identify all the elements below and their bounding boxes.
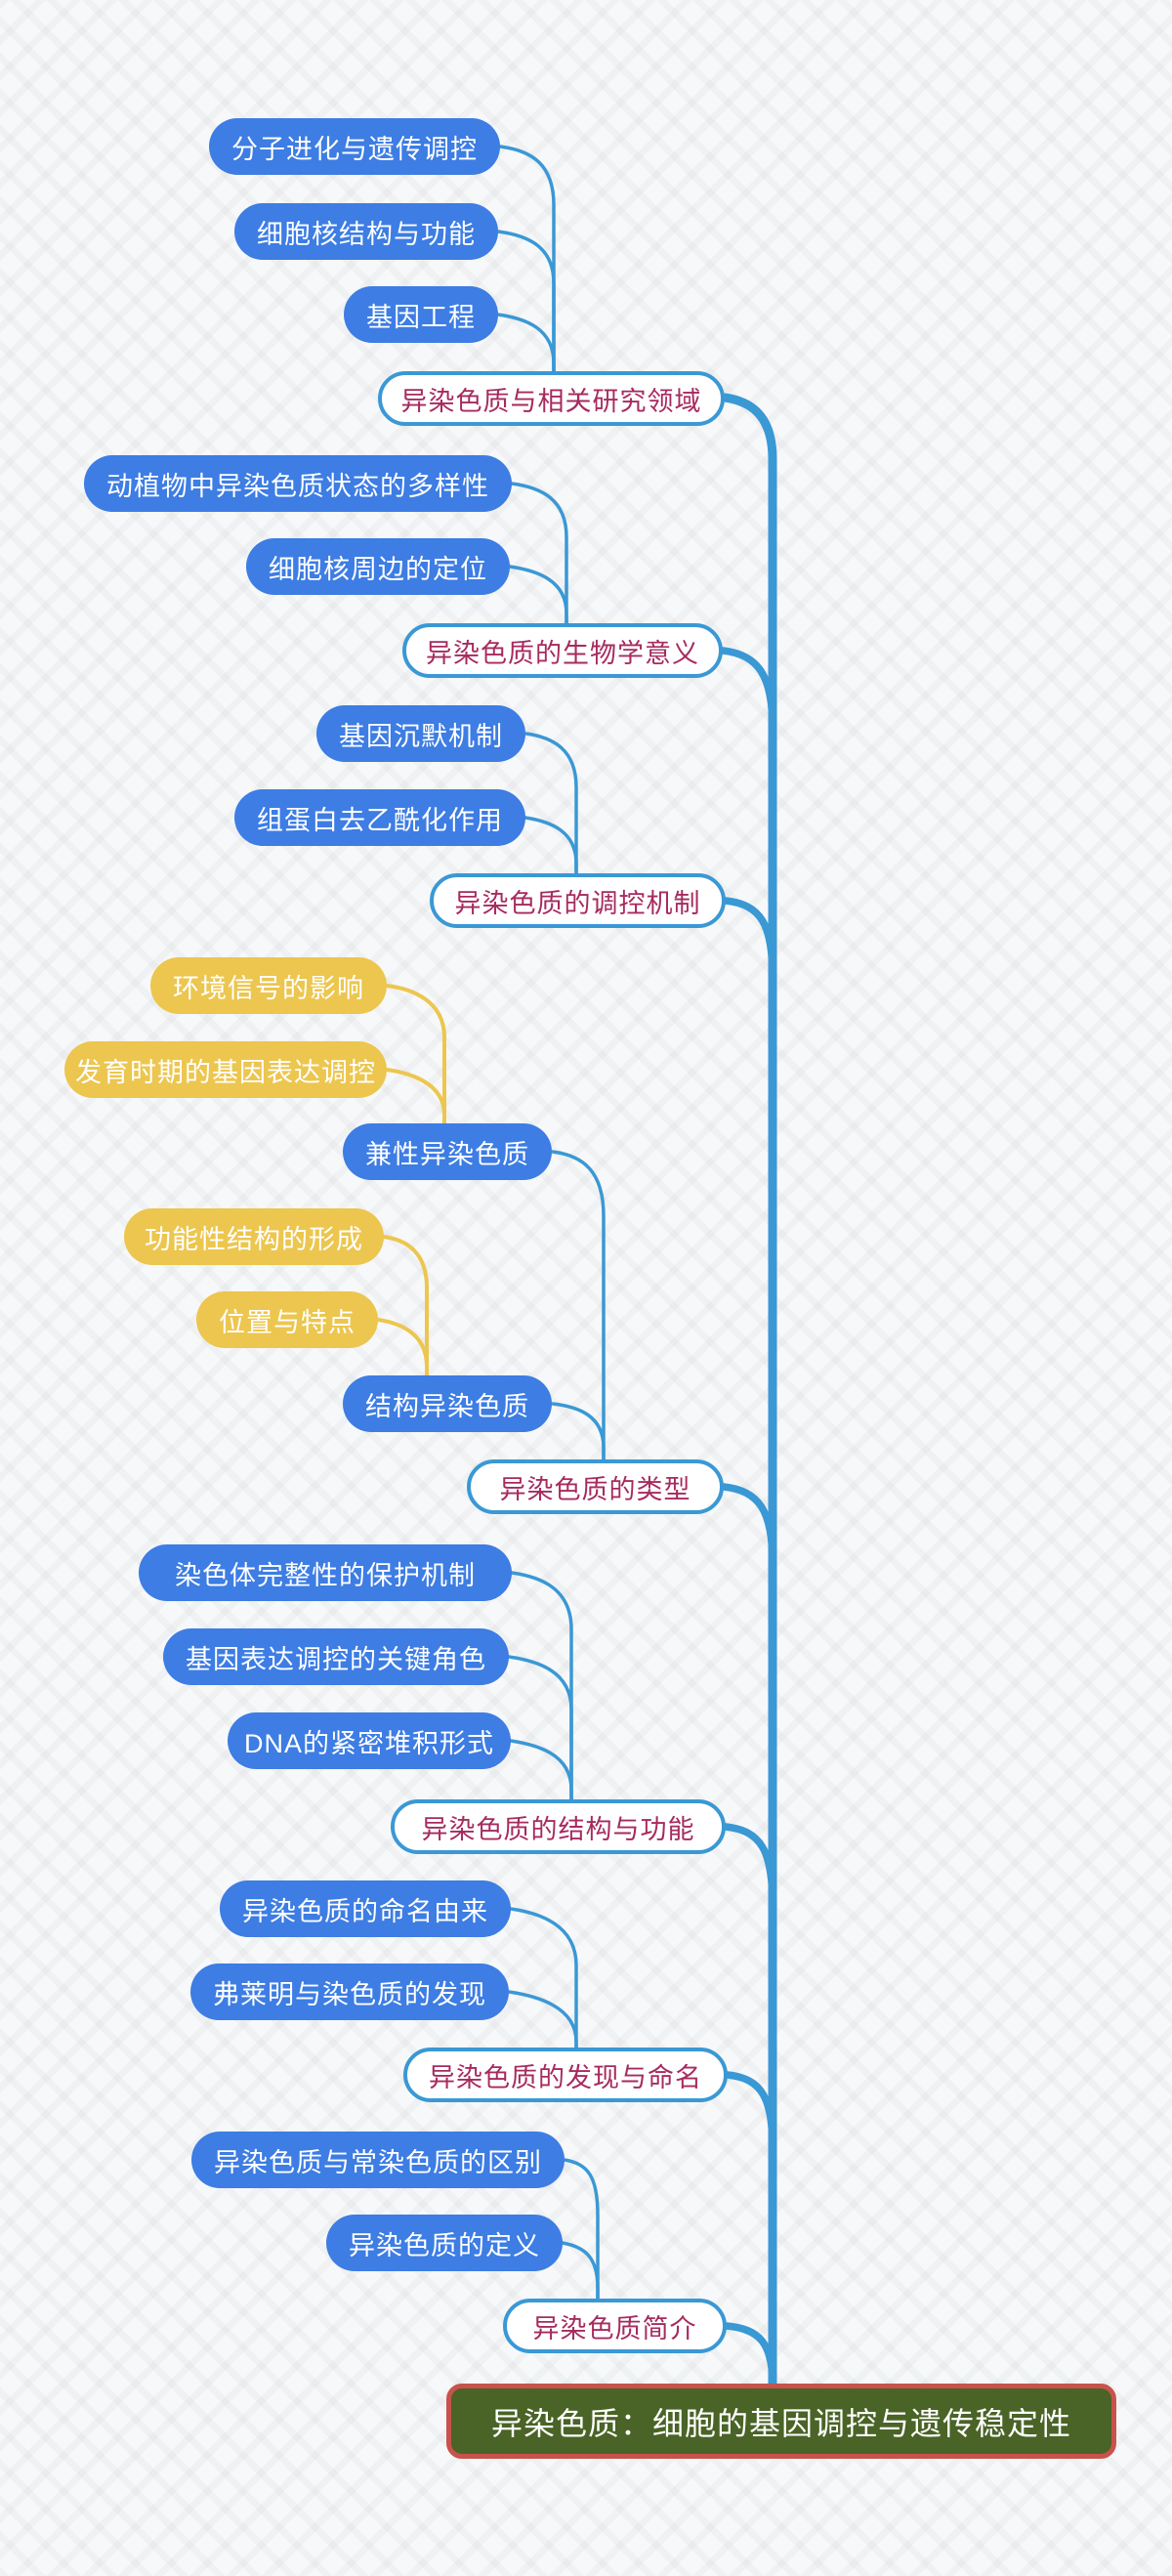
leaf-curve [509,1907,578,2050]
topic-constitutive-heterochromatin[interactable]: 结构异染色质 [343,1375,552,1432]
topic-gene-silencing[interactable]: 基因沉默机制 [316,705,525,762]
topic-flemming-chromatin-discovery[interactable]: 弗莱明与染色质的发现 [190,1964,509,2020]
leaf-curve-yellow [385,1068,446,1126]
leaf-curve [496,230,556,374]
leaf-curve [551,1150,606,1462]
topic-chromosome-integrity-protection[interactable]: 染色体完整性的保护机制 [139,1544,512,1601]
trunk-line [720,393,777,2389]
topic-related-research-fields[interactable]: 异染色质与相关研究领域 [378,371,725,426]
leaf-curve [509,1739,573,1802]
branch-curve-intro [723,2322,776,2388]
topic-regulation-mechanism[interactable]: 异染色质的调控机制 [430,873,726,928]
topic-functional-structure-formation[interactable]: 功能性结构的形成 [124,1208,384,1265]
leaf-curve [507,1990,578,2050]
topic-developmental-gene-regulation[interactable]: 发育时期的基因表达调控 [64,1041,387,1098]
leaf-curve [507,1655,573,1802]
leaf-curve [551,1402,606,1462]
topic-diversity-in-plants-animals[interactable]: 动植物中异染色质状态的多样性 [84,455,512,512]
topic-nuclear-periphery-localization[interactable]: 细胞核周边的定位 [246,538,510,595]
leaf-curve [563,2158,600,2302]
topic-discovery-and-naming[interactable]: 异染色质的发现与命名 [403,2048,728,2102]
root-topic[interactable]: 异染色质：细胞的基因调控与遗传稳定性 [446,2384,1116,2459]
leaf-curve-yellow [376,1318,429,1378]
branch-curve-structure [722,1823,776,1909]
leaf-curve-yellow [385,984,446,1126]
leaf-curve [496,313,556,374]
leaf-curve [508,565,568,626]
topic-heterochromatin-intro[interactable]: 异染色质简介 [503,2299,727,2353]
topic-key-role-gene-expression[interactable]: 基因表达调控的关键角色 [163,1628,509,1685]
topic-structure-and-function[interactable]: 异染色质的结构与功能 [391,1799,726,1854]
leaf-curve [510,482,568,626]
branch-curve-types [720,1483,776,1567]
leaf-curve [524,732,578,876]
topic-nucleus-structure[interactable]: 细胞核结构与功能 [234,203,498,260]
topic-location-and-features[interactable]: 位置与特点 [196,1291,378,1348]
branch-curve-discovery [724,2071,776,2155]
branch-curve-regulation [722,897,776,981]
leaf-curve [561,2241,600,2302]
topic-molecular-evolution[interactable]: 分子进化与遗传调控 [209,118,500,175]
topic-naming-origin[interactable]: 异染色质的命名由来 [220,1880,511,1937]
leaf-curve [510,1571,573,1802]
topic-heterochromatin-definition[interactable]: 异染色质的定义 [326,2215,563,2271]
topic-heterochromatin-types[interactable]: 异染色质的类型 [467,1459,724,1514]
topic-histone-deacetylation[interactable]: 组蛋白去乙酰化作用 [234,789,525,846]
topic-facultative-heterochromatin[interactable]: 兼性异染色质 [343,1123,552,1180]
branch-curve-biology [719,647,776,732]
leaf-curve [523,816,578,876]
topic-environmental-signals[interactable]: 环境信号的影响 [150,957,387,1014]
leaf-curve [498,145,556,374]
leaf-curve-yellow [382,1235,429,1378]
topic-dna-compact-packing[interactable]: DNA的紧密堆积形式 [228,1712,511,1769]
topic-hetero-vs-euchromatin[interactable]: 异染色质与常染色质的区别 [191,2132,565,2188]
topic-biological-significance[interactable]: 异染色质的生物学意义 [402,623,723,678]
topic-gene-engineering[interactable]: 基因工程 [344,286,498,343]
